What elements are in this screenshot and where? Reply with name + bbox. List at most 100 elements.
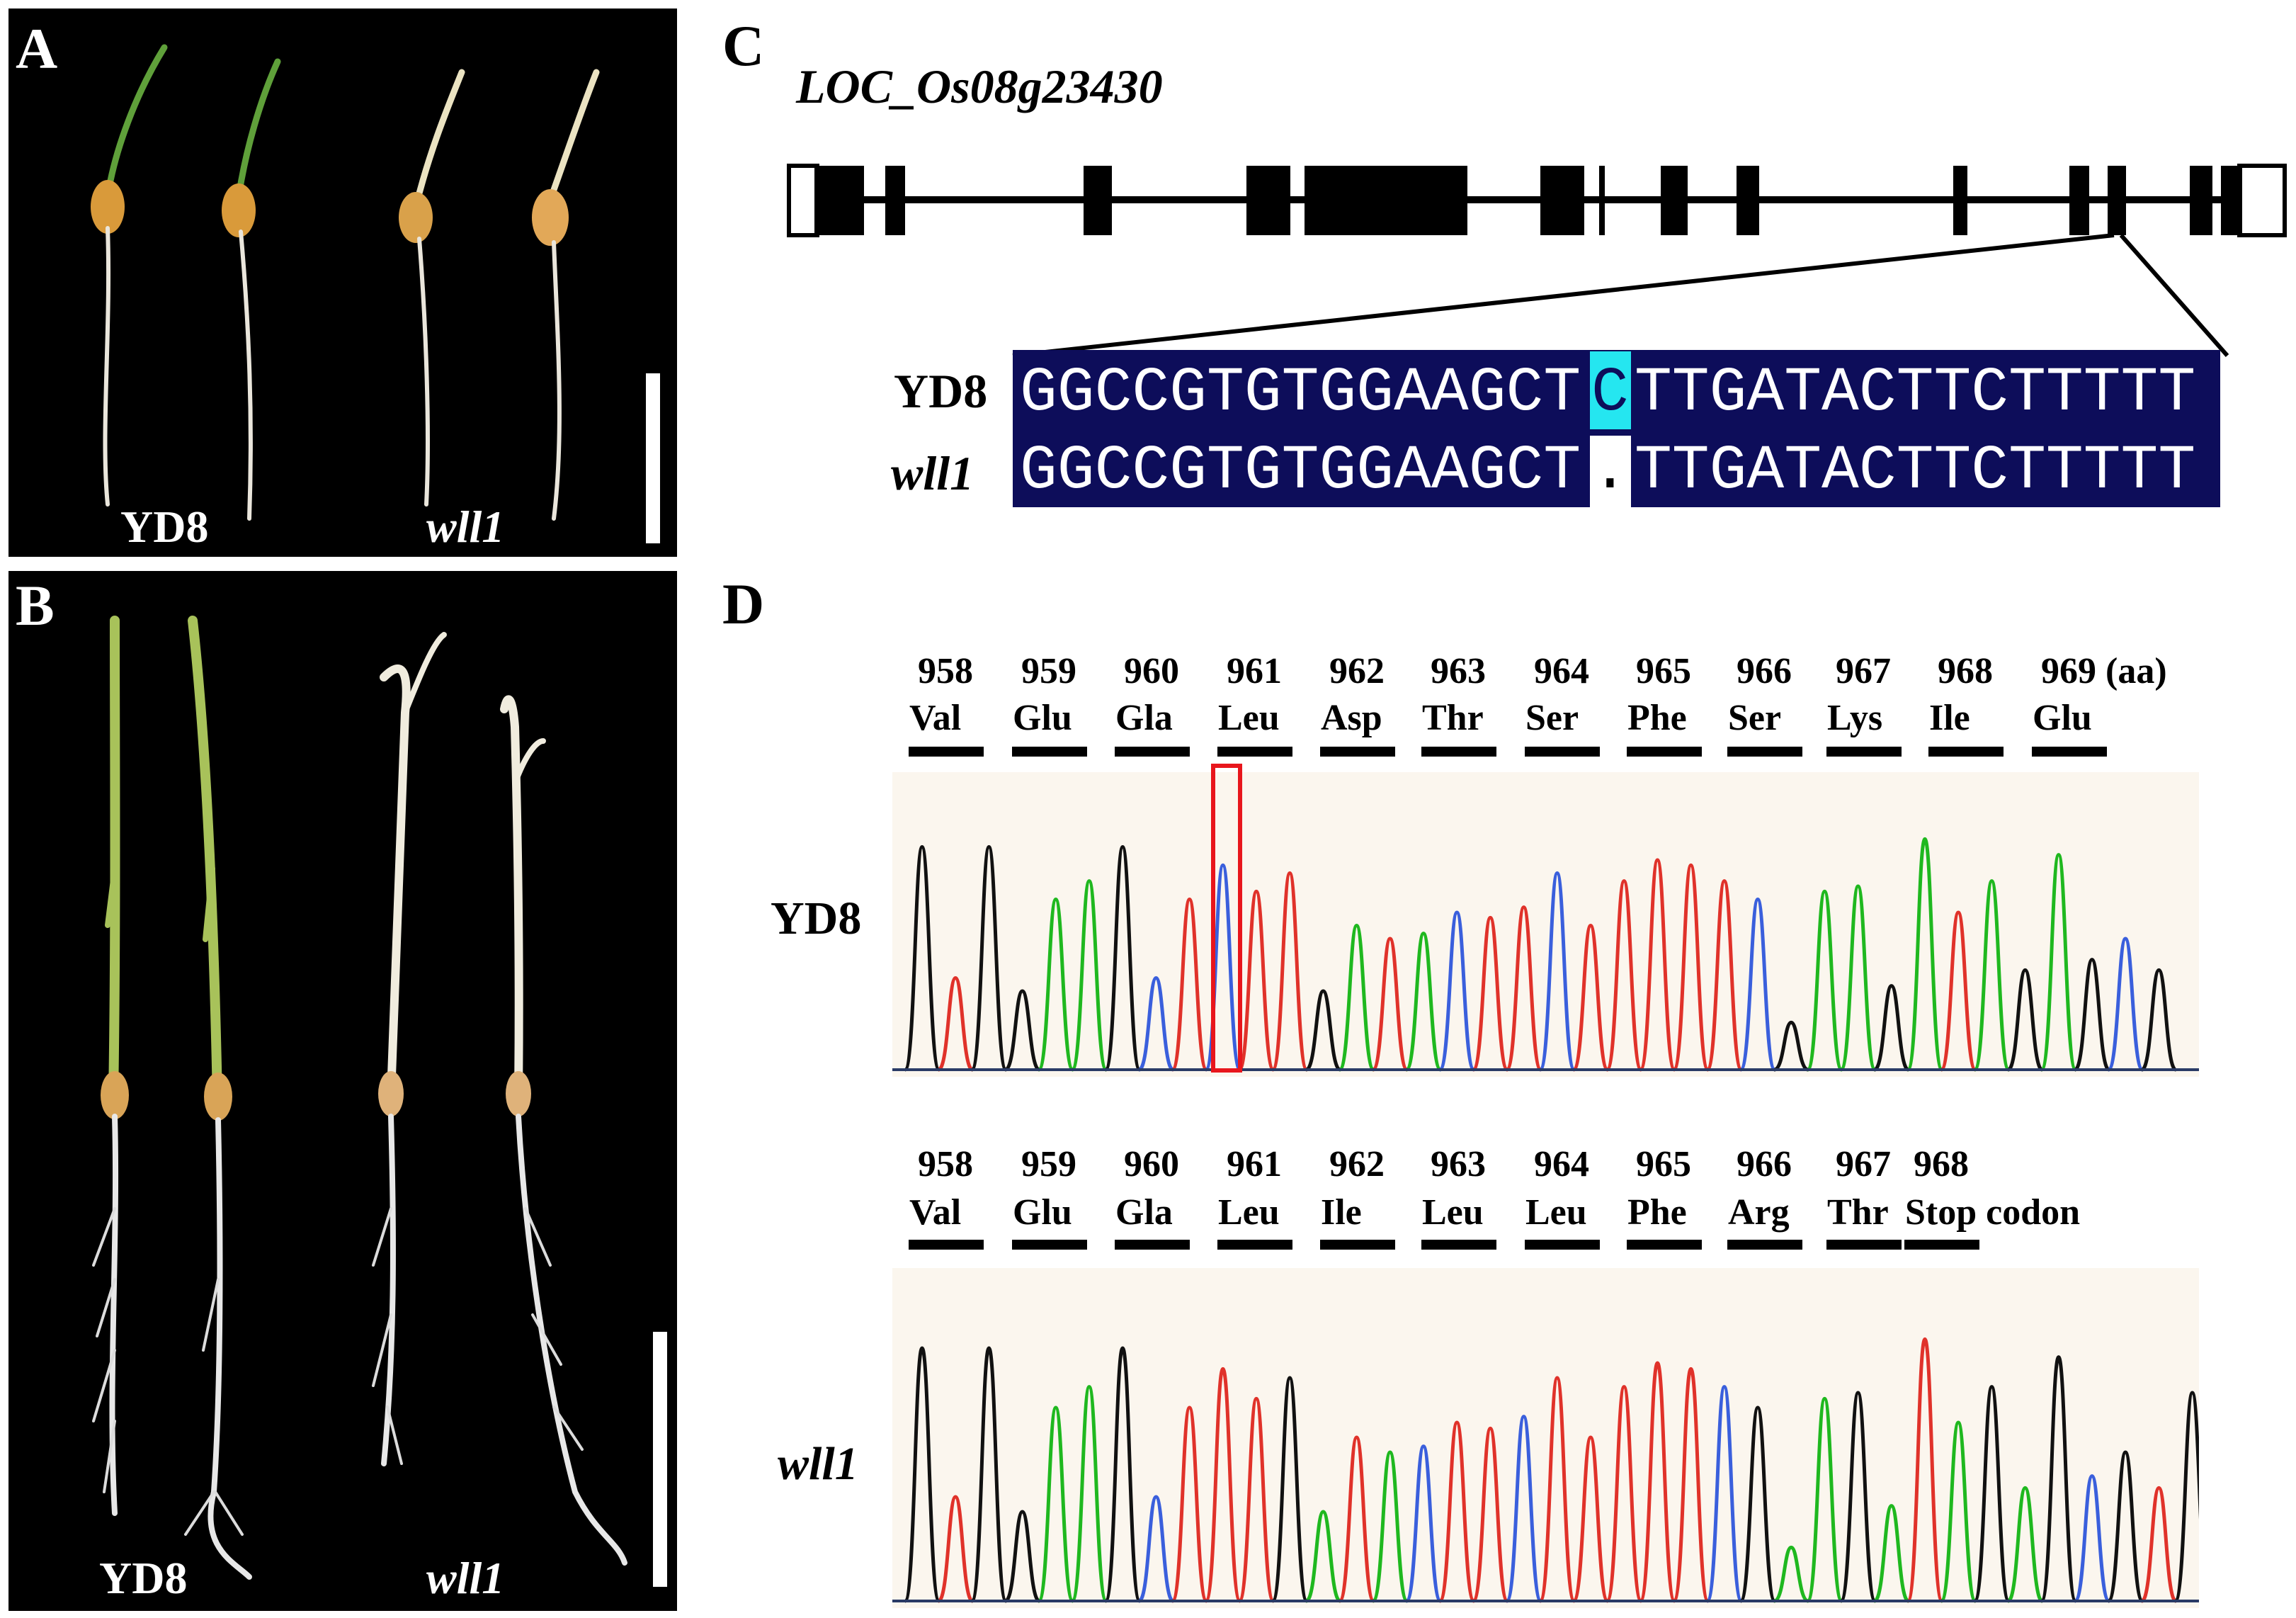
wt-aa-number: 966 <box>1737 651 1792 691</box>
mut-sequence-left: GGCCGTGTGGAAGCT <box>1020 436 1581 507</box>
mut-chromatogram <box>892 1337 2199 1603</box>
trace-label-wll1: wll1 <box>778 1438 858 1490</box>
mut-trace-peak <box>1271 1376 1309 1603</box>
mut-trace-peak <box>1906 1337 1944 1603</box>
trace-label-yd8: YD8 <box>771 893 862 944</box>
wt-trace-peak <box>1137 975 1174 1072</box>
scale-bar <box>646 373 660 543</box>
mut-trace-peak <box>1103 1346 1142 1603</box>
wt-aa-name: Val <box>909 698 962 738</box>
wt-trace-peak <box>1171 897 1209 1072</box>
wt-aa-name: Glu <box>2033 698 2092 738</box>
wt-trace-peak <box>937 975 974 1072</box>
mut-trace-peak <box>1739 1405 1777 1603</box>
mut-aa-number: 961 <box>1227 1144 1282 1184</box>
wt-trace-peak <box>1638 858 1676 1072</box>
wt-trace-peak <box>2040 853 2078 1072</box>
gene-structure <box>787 164 2287 358</box>
wt-trace-peak <box>1371 937 1409 1072</box>
wt-trace-peak <box>1672 863 1710 1072</box>
panel-b-photo: YD8 wll1 <box>8 571 677 1611</box>
mut-aa-name: Phe <box>1627 1192 1687 1233</box>
wt-trace-peak <box>1438 910 1476 1072</box>
mut-trace-peak <box>1471 1426 1509 1603</box>
seedlings-b <box>92 616 627 1580</box>
label-wll1: wll1 <box>426 502 505 552</box>
seedling-b3 <box>372 632 447 1466</box>
mut-trace-peak <box>1171 1405 1209 1603</box>
wt-aa-name: Gla <box>1115 698 1173 738</box>
wt-trace-peak <box>1305 989 1341 1072</box>
mut-trace-peak <box>903 1346 941 1603</box>
wt-trace-peak <box>1338 923 1376 1072</box>
wt-codon-bar <box>1525 747 1600 757</box>
wt-trace-peak <box>2006 968 2045 1072</box>
panel-letter-b: B <box>16 573 55 638</box>
mut-trace-peak <box>1872 1504 1911 1603</box>
wt-codon-bar <box>1421 747 1496 757</box>
mut-trace-peak <box>970 1346 1008 1603</box>
label-yd8: YD8 <box>99 1553 188 1603</box>
seedling-b4 <box>500 695 627 1566</box>
wt-highlight-base: C <box>1591 358 1629 429</box>
seedling-a1 <box>91 44 168 507</box>
mut-trace-peak <box>2139 1486 2178 1603</box>
wt-trace-peak <box>1572 923 1610 1072</box>
wt-sequence-left: GGCCGTGTGGAAGCT <box>1020 358 1581 429</box>
mut-codon-bar <box>1320 1240 1395 1250</box>
mut-codon-bar <box>1421 1240 1496 1250</box>
mut-trace-peak <box>1037 1405 1075 1603</box>
wt-trace-peak <box>1271 871 1309 1072</box>
wt-codon-bar <box>1727 747 1802 757</box>
mut-trace-peak <box>1305 1510 1341 1603</box>
mut-trace-peak <box>936 1495 974 1603</box>
wt-codon-bar <box>2032 747 2107 757</box>
mut-trace-peak <box>2106 1450 2144 1603</box>
mut-aa-name: Thr <box>1827 1192 1889 1233</box>
mut-trace-peak <box>1070 1385 1108 1603</box>
mut-trace-peak <box>1705 1385 1744 1603</box>
mut-aa-name: Glu <box>1013 1192 1072 1233</box>
mut-codon-bar <box>1904 1240 1979 1250</box>
mut-aa-number: 963 <box>1431 1144 1486 1184</box>
wt-trace-peak <box>1939 910 1977 1072</box>
wt-trace-peak <box>1705 879 1744 1072</box>
mut-codon-bar <box>1012 1240 1087 1250</box>
mut-trace-peak <box>1672 1367 1710 1603</box>
mut-codon-bar <box>1115 1240 1190 1250</box>
mut-aa-number: 960 <box>1124 1144 1179 1184</box>
mut-sequence-right: TTGATACTTCTTTTT <box>1635 436 2196 507</box>
seedling-a2 <box>222 58 281 521</box>
mut-trace-peak <box>1972 1385 2011 1603</box>
wt-aa-number: 964 <box>1534 651 1589 691</box>
wt-aa-number: 962 <box>1329 651 1385 691</box>
mut-trace-peak <box>1137 1495 1175 1603</box>
wt-codon-bar <box>1928 747 2004 757</box>
seedling-a3 <box>399 69 465 507</box>
alignment-gap <box>1590 436 1631 507</box>
wt-codon-bar <box>1217 747 1292 757</box>
wt-trace-peak <box>1471 915 1509 1072</box>
label-yd8: YD8 <box>120 502 209 552</box>
wt-trace-peak <box>1805 889 1843 1072</box>
mut-aa-name: Val <box>909 1192 962 1233</box>
wt-aa-name: Ser <box>1728 698 1782 738</box>
wt-trace-peak <box>1906 837 1944 1072</box>
wt-trace-peak <box>1505 905 1543 1072</box>
wt-trace-peak <box>1538 871 1576 1072</box>
wt-trace-peak <box>1070 879 1108 1072</box>
mut-codon-bar <box>1727 1240 1802 1250</box>
wt-aa-name: Ile <box>1929 698 1970 738</box>
mut-codon-bar <box>1826 1240 1902 1250</box>
wt-aa-number: 961 <box>1227 651 1282 691</box>
panel-letter-a: A <box>16 16 58 81</box>
wt-aa-name: Asp <box>1321 698 1382 738</box>
mut-trace-peak <box>1538 1376 1576 1603</box>
mut-trace-peak <box>1805 1396 1843 1603</box>
mut-aa-number: 962 <box>1329 1144 1385 1184</box>
mut-trace-peak <box>2073 1474 2111 1603</box>
mut-aa-name: Arg <box>1728 1192 1790 1233</box>
wt-aa-number: 969 (aa) <box>2041 651 2167 691</box>
mut-codon-bar <box>909 1240 984 1250</box>
wt-aa-name: Lys <box>1827 698 1883 738</box>
